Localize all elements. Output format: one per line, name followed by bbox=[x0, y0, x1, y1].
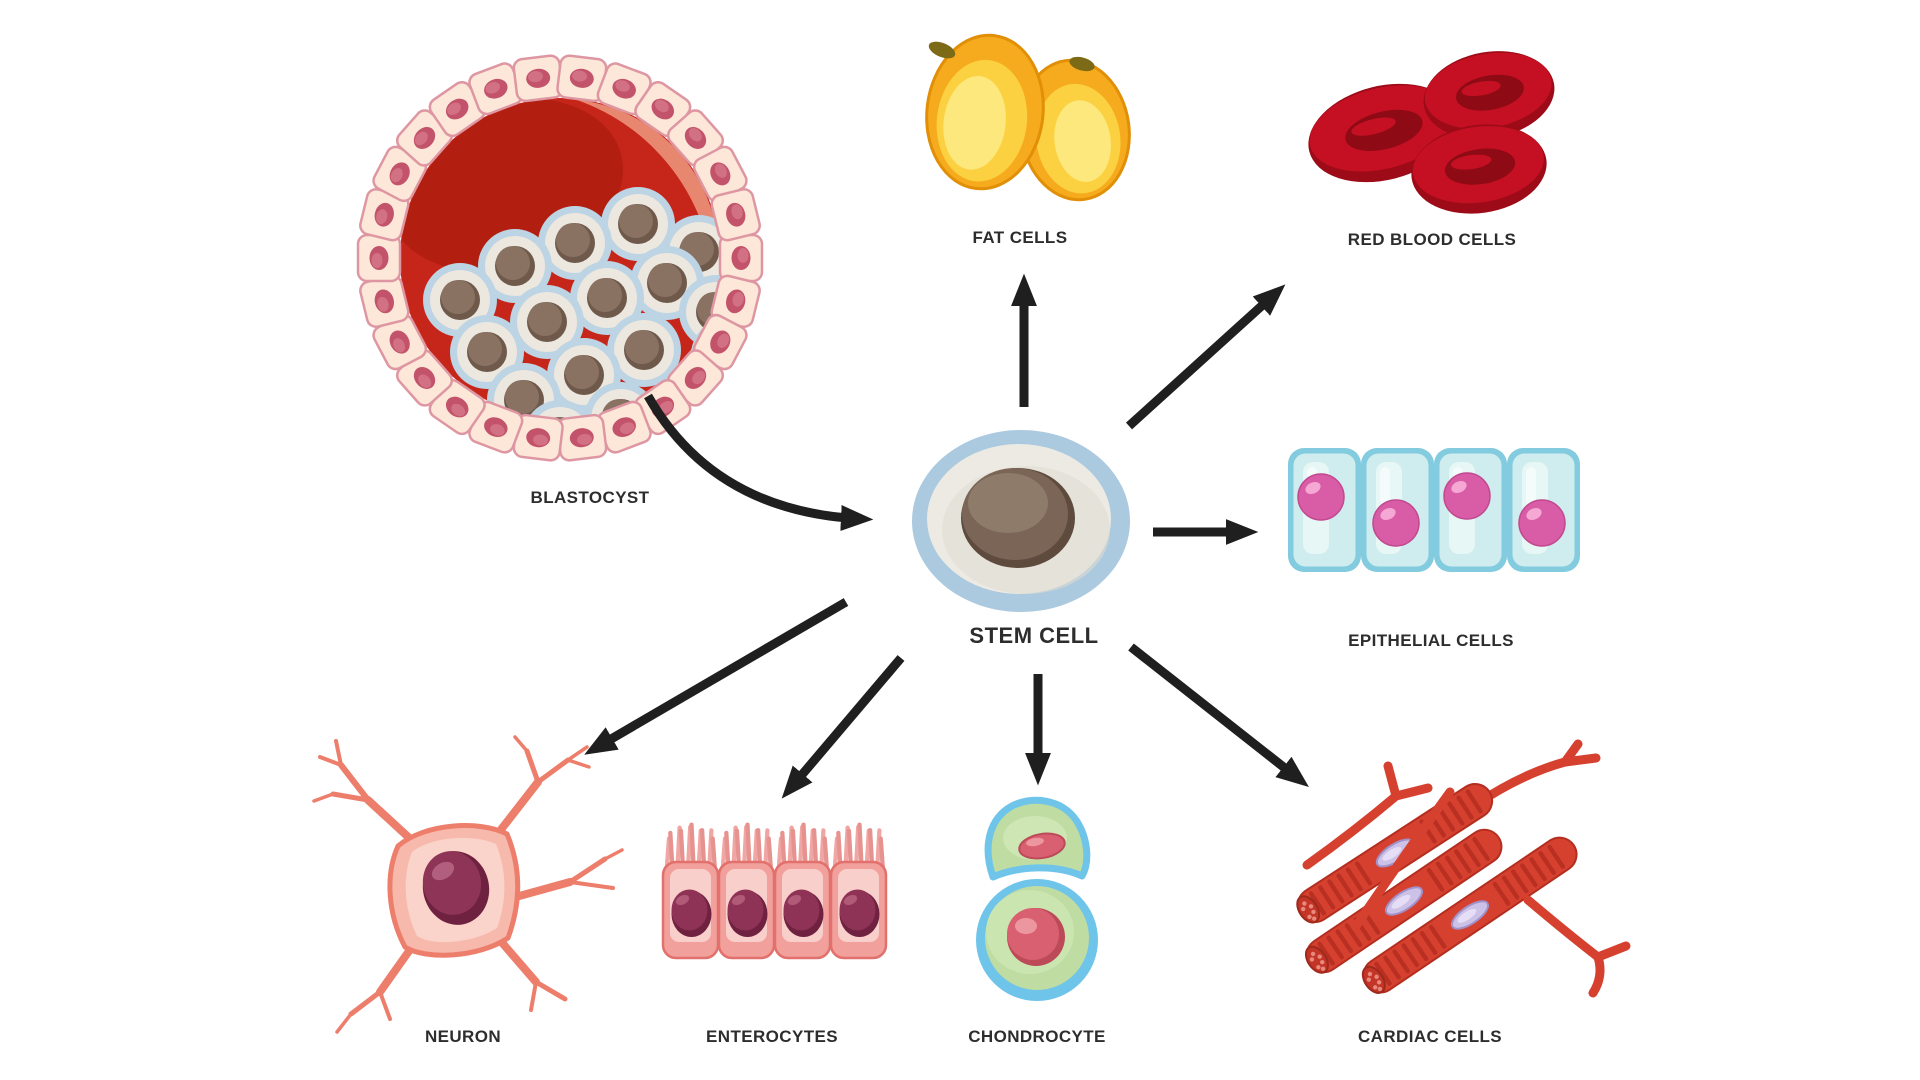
arrows bbox=[584, 273, 1309, 799]
red-blood-cells-icon bbox=[1308, 51, 1555, 214]
enterocytes-icon bbox=[661, 822, 888, 960]
label-red-blood-cells: RED BLOOD CELLS bbox=[1347, 230, 1517, 249]
label-stem-cell: STEM CELL bbox=[969, 623, 1099, 648]
epithelial-cells-icon bbox=[1288, 448, 1580, 572]
label-blastocyst: BLASTOCYST bbox=[530, 488, 650, 507]
blastocyst-icon bbox=[356, 54, 764, 462]
arrow-stem-to-red-blood-cells bbox=[1125, 284, 1286, 430]
label-enterocytes: ENTEROCYTES bbox=[706, 1027, 838, 1046]
neuron-icon bbox=[312, 735, 624, 1034]
fat-cells-icon bbox=[925, 33, 1131, 202]
label-epithelial-cells: EPITHELIAL CELLS bbox=[1348, 631, 1514, 650]
trophoblast-ring bbox=[356, 54, 764, 462]
label-cardiac-cells: CARDIAC CELLS bbox=[1357, 1027, 1503, 1046]
stem-cell-icon bbox=[912, 430, 1130, 612]
arrow-stem-to-cardiac-cells bbox=[1128, 643, 1309, 788]
cardiac-cells-icon bbox=[1296, 739, 1631, 998]
label-chondrocyte: CHONDROCYTE bbox=[968, 1027, 1106, 1046]
arrow-stem-to-neuron bbox=[584, 598, 849, 755]
label-neuron: NEURON bbox=[424, 1027, 502, 1046]
arrow-blastocyst-to-stem-cell bbox=[644, 393, 874, 531]
inner-cell-mass bbox=[423, 187, 724, 422]
label-fat-cells: FAT CELLS bbox=[972, 228, 1068, 247]
chondrocyte-icon bbox=[976, 796, 1098, 1001]
arrow-stem-to-enterocytes bbox=[781, 655, 905, 799]
